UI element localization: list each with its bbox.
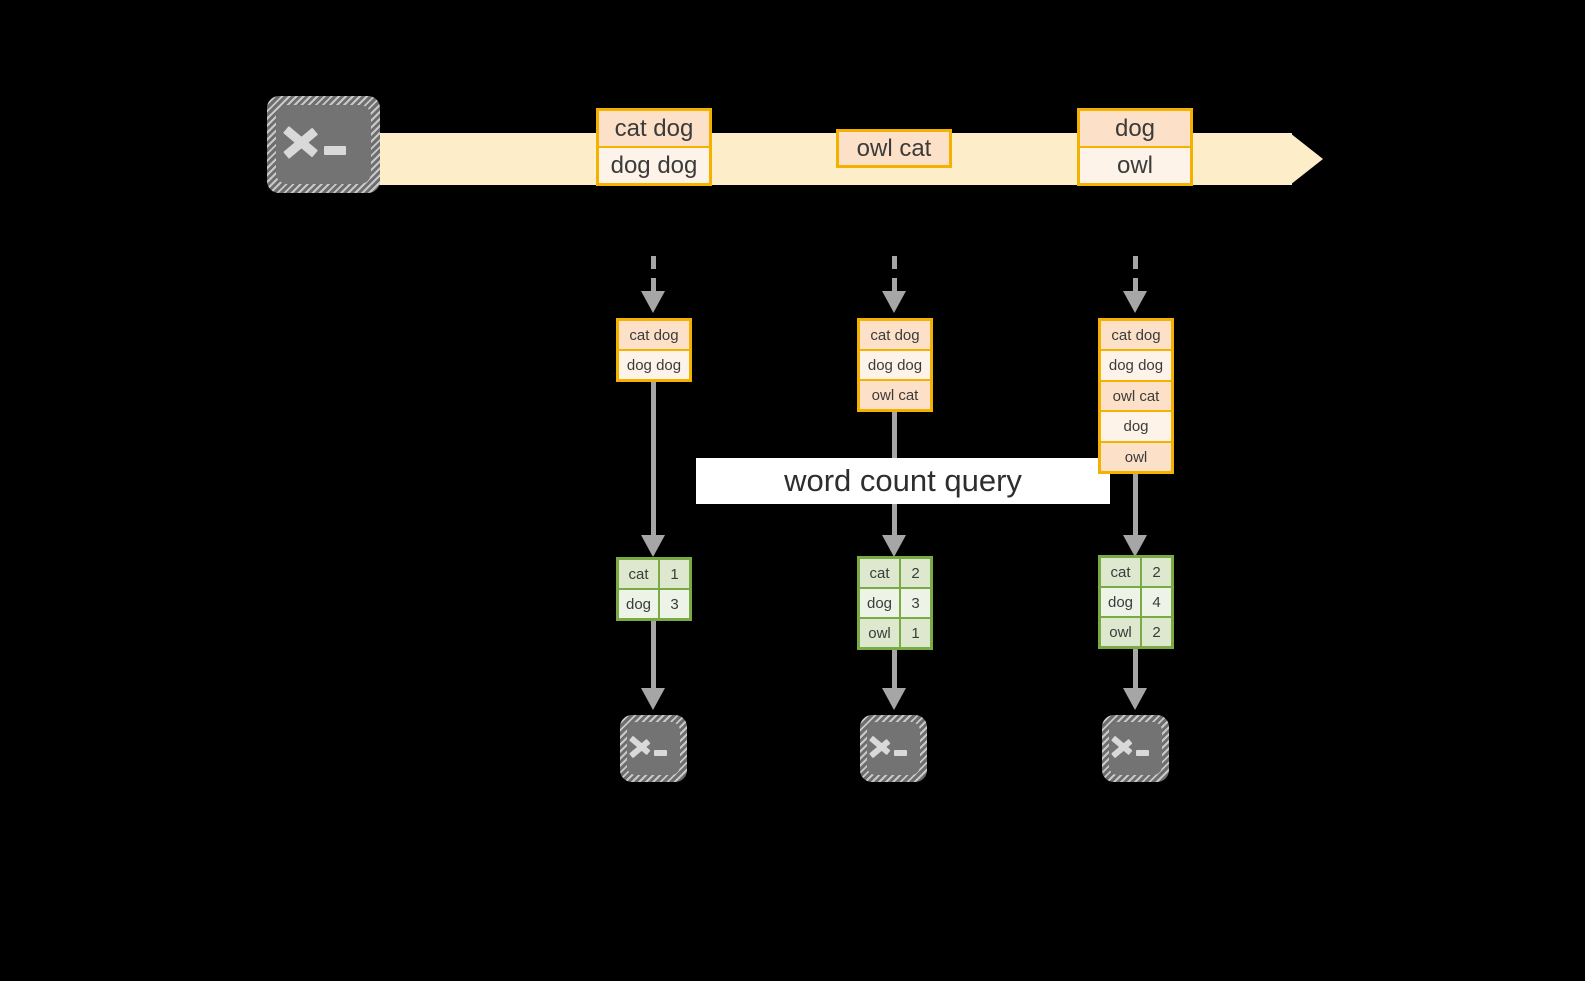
snapshot-3-sink-arrowhead: [1123, 688, 1147, 710]
snapshot-2-sink-arrowhead: [882, 688, 906, 710]
result-count: 2: [1142, 558, 1171, 586]
snapshot-1-sink-line: [651, 621, 656, 692]
table-row: owl 1: [860, 619, 930, 647]
table-row: dog 3: [860, 589, 930, 619]
result-word: cat: [860, 559, 901, 587]
buffer-line: owl cat: [1101, 381, 1171, 413]
table-row: dog 3: [619, 590, 689, 618]
stream-record-2[interactable]: owl cat: [836, 129, 952, 168]
result-count: 2: [901, 559, 930, 587]
terminal-prompt-glyph: [860, 715, 927, 782]
snapshot-2-query-arrowhead: [882, 535, 906, 557]
record-line: cat dog: [599, 111, 709, 148]
record-line: dog dog: [599, 148, 709, 183]
snapshot-1-tap-line: [651, 256, 656, 294]
query-label-text: word count query: [784, 463, 1022, 498]
terminal-prompt-glyph: [267, 96, 380, 193]
buffer-line: dog dog: [619, 351, 689, 379]
result-word: dog: [619, 590, 660, 618]
terminal-prompt-glyph: [1102, 715, 1169, 782]
buffer-line: owl cat: [860, 381, 930, 409]
table-row: owl 2: [1101, 618, 1171, 646]
source-terminal-icon[interactable]: [267, 96, 380, 193]
snapshot-2-tap-line: [892, 256, 897, 294]
snapshot-3-result-table[interactable]: cat 2 dog 4 owl 2: [1098, 555, 1174, 649]
result-word: cat: [1101, 558, 1142, 586]
buffer-line: cat dog: [619, 321, 689, 351]
result-count: 1: [901, 619, 930, 647]
snapshot-1-query-line: [651, 382, 656, 549]
result-count: 3: [901, 589, 930, 617]
buffer-line: dog dog: [1101, 351, 1171, 382]
snapshot-2-sink-terminal-icon[interactable]: [860, 715, 927, 782]
record-line: owl cat: [839, 132, 949, 165]
snapshot-1-query-arrowhead: [641, 535, 665, 557]
stream-record-1[interactable]: cat dog dog dog: [596, 108, 712, 186]
table-row: cat 2: [1101, 558, 1171, 588]
result-count: 2: [1142, 618, 1171, 646]
snapshot-2-input-buffer[interactable]: cat dog dog dog owl cat: [857, 318, 933, 412]
snapshot-3-sink-line: [1133, 649, 1138, 692]
result-count: 4: [1142, 588, 1171, 616]
table-row: dog 4: [1101, 588, 1171, 618]
result-word: owl: [1101, 618, 1142, 646]
snapshot-1-sink-terminal-icon[interactable]: [620, 715, 687, 782]
result-count: 1: [660, 560, 689, 588]
snapshot-3-query-arrowhead: [1123, 535, 1147, 557]
result-word: dog: [1101, 588, 1142, 616]
result-word: owl: [860, 619, 901, 647]
buffer-line: dog: [1101, 412, 1171, 443]
record-line: owl: [1080, 148, 1190, 183]
snapshot-2-tap-arrowhead: [882, 291, 906, 313]
table-row: cat 1: [619, 560, 689, 590]
table-row: cat 2: [860, 559, 930, 589]
snapshot-3-input-buffer-overlay: owl: [1098, 443, 1174, 474]
record-line: dog: [1080, 111, 1190, 148]
buffer-line: owl: [1101, 443, 1171, 471]
result-count: 3: [660, 590, 689, 618]
buffer-line: cat dog: [860, 321, 930, 351]
snapshot-1-sink-arrowhead: [641, 688, 665, 710]
snapshot-2-result-table[interactable]: cat 2 dog 3 owl 1: [857, 556, 933, 650]
result-word: cat: [619, 560, 660, 588]
snapshot-1-tap-arrowhead: [641, 291, 665, 313]
snapshot-2-sink-line: [892, 650, 897, 692]
result-word: dog: [860, 589, 901, 617]
snapshot-3-tap-arrowhead: [1123, 291, 1147, 313]
snapshot-3-sink-terminal-icon[interactable]: [1102, 715, 1169, 782]
snapshot-3-tap-line: [1133, 256, 1138, 294]
snapshot-1-input-buffer[interactable]: cat dog dog dog: [616, 318, 692, 382]
snapshot-3-query-line: [1133, 474, 1138, 549]
stream-record-3[interactable]: dog owl: [1077, 108, 1193, 186]
stream-arrowhead: [1290, 133, 1323, 185]
buffer-line: cat dog: [1101, 321, 1171, 352]
buffer-line: dog dog: [860, 351, 930, 381]
query-label: word count query: [696, 458, 1110, 504]
snapshot-1-result-table[interactable]: cat 1 dog 3: [616, 557, 692, 621]
terminal-prompt-glyph: [620, 715, 687, 782]
